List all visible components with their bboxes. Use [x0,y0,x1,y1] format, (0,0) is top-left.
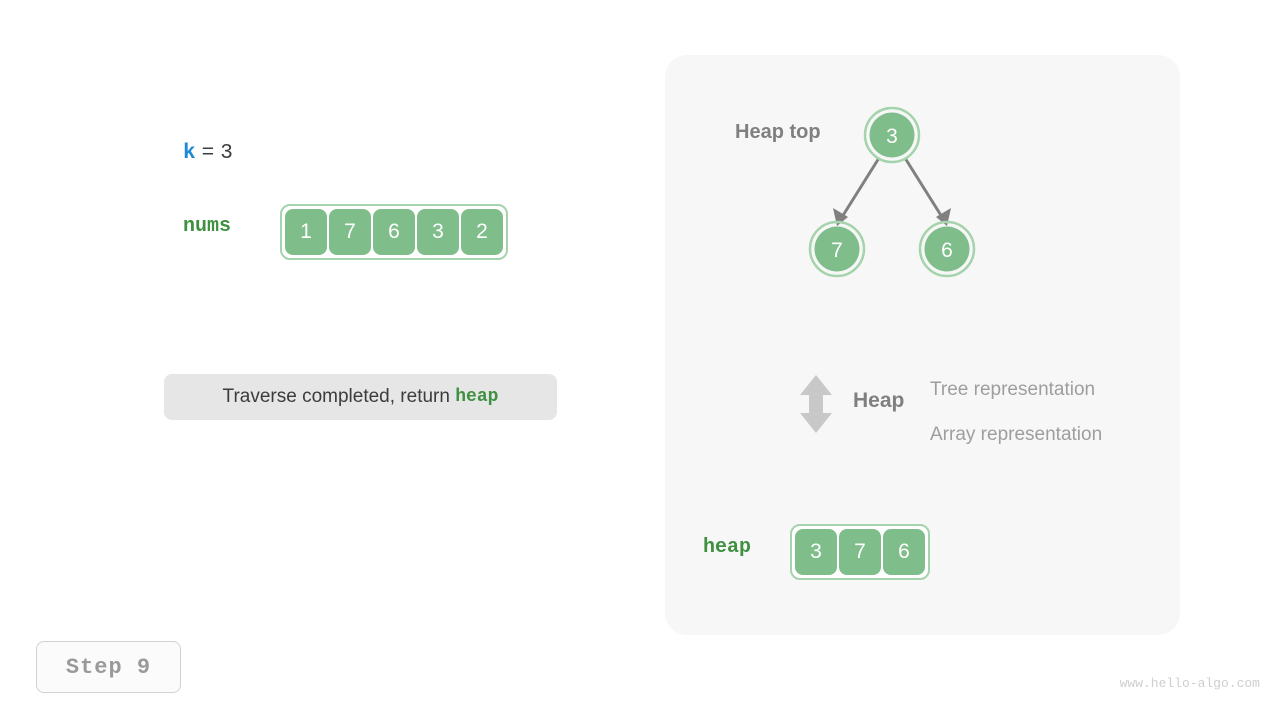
watermark: www.hello-algo.com [1119,676,1260,691]
nums-array: 1 7 6 3 2 [280,204,508,260]
nums-cell: 2 [461,209,503,255]
tree-node-root: 3 [863,106,921,164]
k-variable-name: k [183,142,196,165]
tree-node-left: 7 [808,220,866,278]
double-arrow-vertical-icon [800,375,832,433]
heap-cell: 7 [839,529,881,575]
k-variable-value: 3 [220,142,233,165]
nums-cell: 7 [329,209,371,255]
nums-cell: 1 [285,209,327,255]
tree-node-right: 6 [918,220,976,278]
representation-lines: Tree representation Array representation [930,367,1102,457]
heap-array-label: heap [703,536,752,559]
tree-node-root-value: 3 [886,125,898,148]
array-representation-label: Array representation [930,424,1103,445]
k-variable-row: k=3 [183,142,233,165]
heap-top-label: Heap top [735,121,821,143]
heap-tree-diagram: 3 7 6 [808,106,976,278]
step-badge: Step 9 [36,641,181,693]
nums-array-label: nums [183,215,232,238]
heap-cell: 3 [795,529,837,575]
tree-node-left-value: 7 [831,239,843,262]
tree-node-right-value: 6 [941,239,953,262]
status-message-highlight: heap [455,387,499,407]
nums-cell: 3 [417,209,459,255]
nums-cell: 6 [373,209,415,255]
heap-cell: 6 [883,529,925,575]
status-message: Traverse completed, return heap [164,374,557,420]
k-equals-sign: = [201,142,215,165]
representation-heap-label: Heap [853,389,905,412]
status-message-text: Traverse completed, return [222,386,456,407]
tree-edge-right [903,157,951,226]
heap-array: 3 7 6 [790,524,930,580]
tree-representation-label: Tree representation [930,379,1096,400]
tree-edge-left [833,157,881,226]
